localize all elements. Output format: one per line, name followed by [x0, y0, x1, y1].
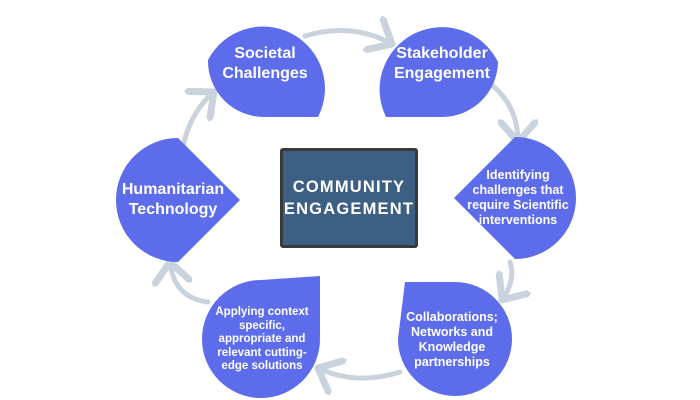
- node-label-humanitarian-technology: Humanitarian Technology: [121, 181, 225, 218]
- arrow-stakeholder-to-identifying: [485, 79, 518, 142]
- center-label: COMMUNITY ENGAGEMENT: [283, 178, 415, 218]
- node-label-identifying-challenges: Identifying challenges that require Scie…: [467, 168, 569, 227]
- node-shape-collaborations: [398, 282, 512, 396]
- node-shape-applying-solutions: [202, 276, 320, 398]
- center-box: COMMUNITY ENGAGEMENT: [280, 148, 418, 248]
- arrow-applying-to-humanitarian: [170, 262, 211, 305]
- node-shape-societal-challenges: [207, 26, 325, 118]
- node-label-societal-challenges: Societal Challenges: [222, 45, 308, 82]
- arrow-identifying-to-collaborations: [502, 259, 512, 300]
- arrow-collaborations-to-applying: [318, 368, 403, 378]
- arrow-humanitarian-to-societal: [179, 92, 214, 153]
- arrow-societal-to-stakeholder: [302, 31, 392, 44]
- node-label-collaborations: Collaborations; Networks and Knowledge p…: [406, 310, 498, 369]
- node-label-stakeholder-engagement: Stakeholder Engagement: [393, 45, 490, 82]
- node-shape-identifying-challenges: [454, 137, 576, 259]
- node-shape-humanitarian-technology: [115, 138, 240, 262]
- node-shape-stakeholder-engagement: [379, 27, 498, 117]
- node-label-applying-solutions: Applying context specific, appropriate a…: [215, 306, 309, 373]
